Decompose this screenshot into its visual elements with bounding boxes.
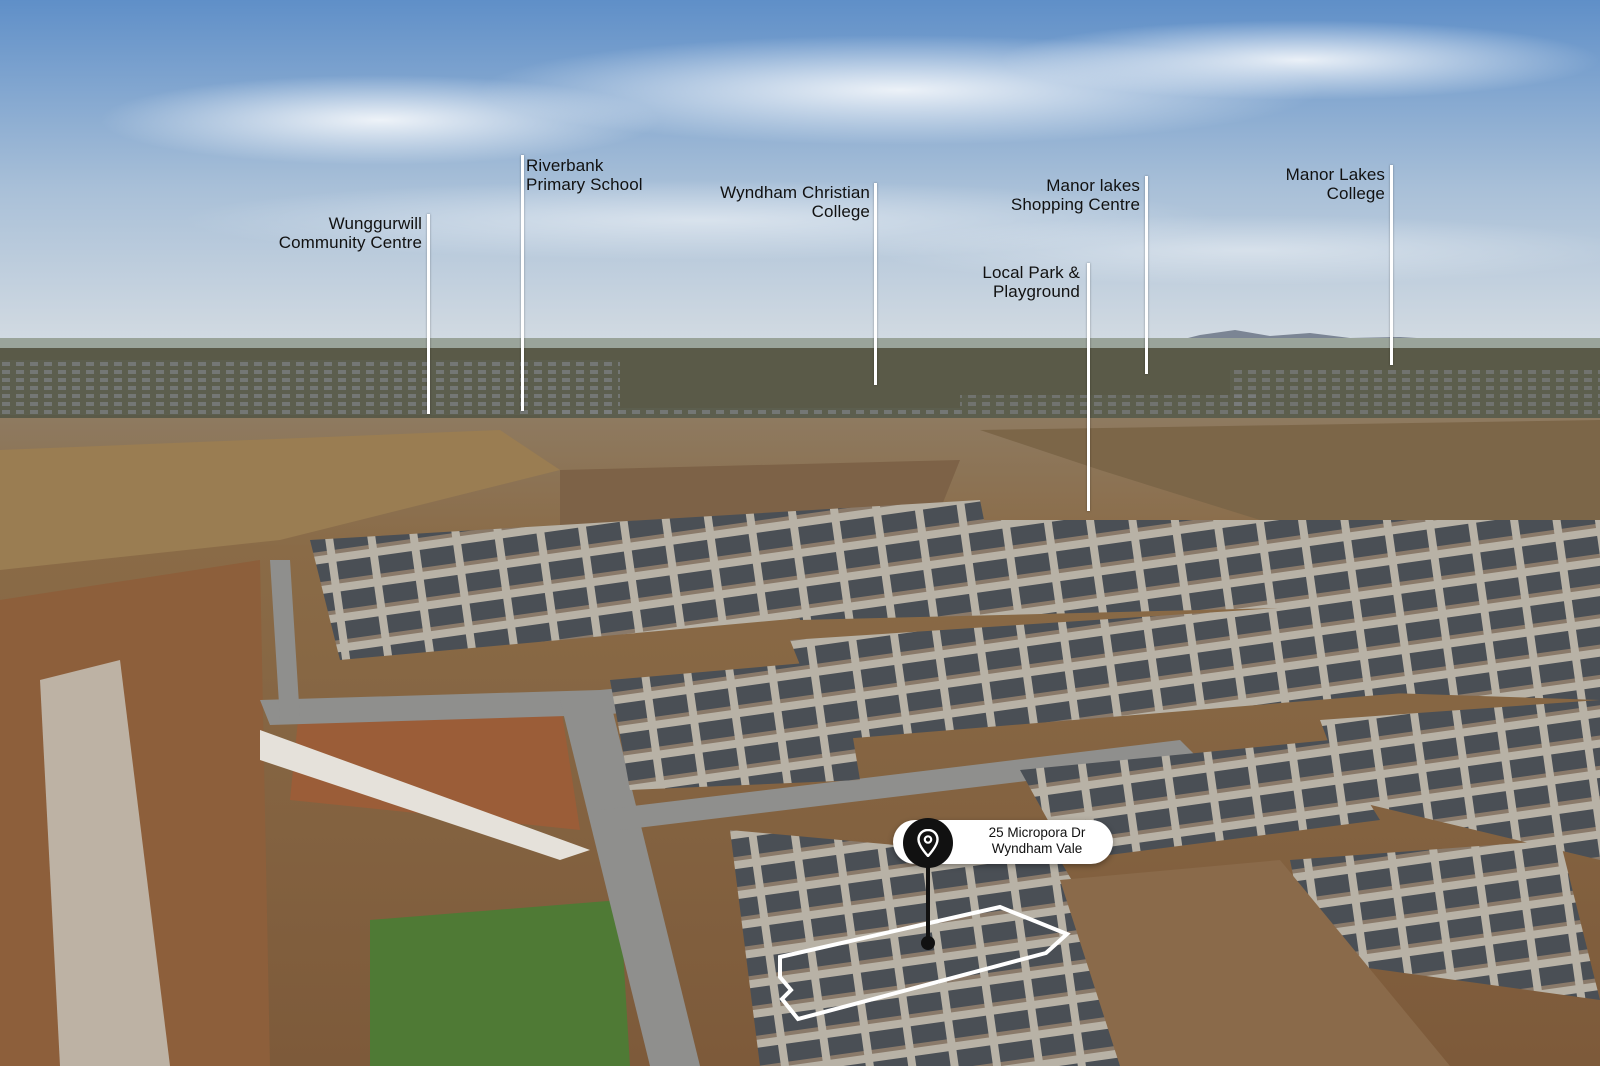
property-address: 25 Micropora Dr Wyndham Vale: [988, 825, 1086, 856]
poi-marker-line-wyndham-christian: [874, 183, 877, 385]
poi-label-riverbank: Riverbank Primary School: [526, 156, 643, 194]
poi-label-manor-lakes-shopping: Manor lakes Shopping Centre: [1010, 176, 1140, 214]
property-pin-stem: [926, 866, 930, 944]
location-pin-icon: [903, 818, 953, 868]
poi-label-wyndham-christian: Wyndham Christian College: [720, 183, 870, 221]
poi-label-wunggurwill: Wunggurwill Community Centre: [278, 214, 422, 252]
poi-label-local-park: Local Park & Playground: [982, 263, 1080, 301]
poi-marker-line-local-park: [1087, 263, 1090, 511]
poi-label-manor-lakes-college: Manor Lakes College: [1285, 165, 1385, 203]
poi-marker-line-manor-lakes-shopping: [1145, 176, 1148, 374]
property-boundary-outline: [778, 904, 1071, 1022]
property-pin-dot: [921, 936, 935, 950]
poi-marker-line-wunggurwill: [427, 214, 430, 414]
poi-marker-line-riverbank: [521, 155, 524, 411]
poi-marker-line-manor-lakes-college: [1390, 165, 1393, 365]
